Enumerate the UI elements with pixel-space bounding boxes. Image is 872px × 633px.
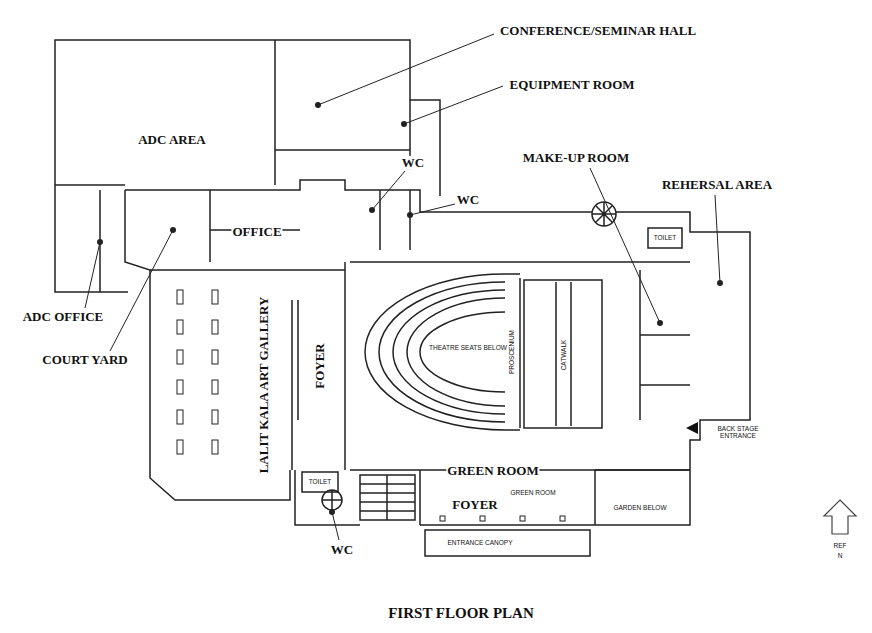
room-label: WC [330,543,354,557]
room-label: WC [401,156,425,170]
column [480,516,485,521]
column [560,516,565,521]
column [212,410,218,424]
column [212,290,218,304]
room-label: FOYER [313,342,327,390]
room-label: WC [456,193,480,207]
column [212,380,218,394]
plan-note: REF [833,542,848,549]
plan-note: N [837,552,844,559]
catwalk-line [556,282,571,426]
leader-dot [97,239,103,245]
column [177,290,183,304]
column [177,440,183,454]
room-label: MAKE-UP ROOM [522,151,631,165]
plan-note: TOILET [653,234,678,241]
column [177,350,183,364]
leader-dot [315,102,321,108]
staircase [360,475,415,520]
leader-line [404,86,503,124]
entrance-canopy [425,530,590,556]
north-arrow [824,500,856,534]
room-label: FOYER [451,498,499,512]
leader-dot [329,509,335,515]
spiral-stair-steps [322,490,342,510]
leader-dot [407,212,413,218]
adc-office-wall [55,185,128,292]
seating-tier [365,274,520,430]
plan-note: TOILET [308,478,333,485]
leader-dot [369,207,375,213]
plan-note: CATWALK [560,339,567,372]
room-label: ADC AREA [137,133,207,147]
column [212,350,218,364]
room-label: ADC OFFICE [22,310,105,324]
leader-line [332,512,339,540]
proscenium-line [519,278,521,428]
column [440,516,445,521]
spiral-stair [592,202,616,226]
inner-wall [150,190,690,525]
plan-note: THEATRE SEATS BELOW [428,344,508,351]
leader-line [318,34,494,105]
room-label: REHERSAL AREA [661,178,773,192]
stage-outline [524,280,602,428]
plan-note: PROSCENIUM [508,329,515,375]
toilet-room [648,228,682,248]
leader-line [410,204,455,215]
room-label: EQUIPMENT ROOM [508,78,635,92]
plan-note: ENTRANCE CANOPY [446,539,513,546]
leader-line [110,230,173,351]
leader-lines [85,34,720,540]
garden-edge [594,470,596,525]
leader-dot [401,121,407,127]
leader-line [372,171,405,210]
room-label: COURT YARD [41,353,128,367]
column [177,320,183,334]
columns [177,290,565,521]
spiral-stair [322,490,342,510]
toilet-room [302,472,338,492]
leader-dot [717,280,723,286]
column [177,380,183,394]
column [520,516,525,521]
leader-line [715,195,720,283]
plan-title: FIRST FLOOR PLAN [387,605,535,622]
plan-note: GREEN ROOM [509,489,556,496]
walls [55,40,750,556]
room-label: LALIT KALA ART GALLERY [257,296,271,475]
entrance-arrow [686,422,698,434]
plan-note: BACK STAGE ENTRANCE [714,425,762,439]
leader-line [590,168,660,323]
spiral-stair-steps [592,202,616,226]
adc-area-wall [55,40,440,196]
leader-dot [657,320,663,326]
room-label: CONFERENCE/SEMINAR HALL [499,24,697,38]
column [212,320,218,334]
leader-line [85,242,100,308]
plan-note: GARDEN BELOW [612,504,667,511]
outer-wall [125,180,750,525]
room-label: GREEN ROOM [446,464,539,478]
leader-dots [97,102,723,515]
column [177,410,183,424]
leader-dot [170,227,176,233]
room-label: OFFICE [231,225,282,239]
column [212,440,218,454]
